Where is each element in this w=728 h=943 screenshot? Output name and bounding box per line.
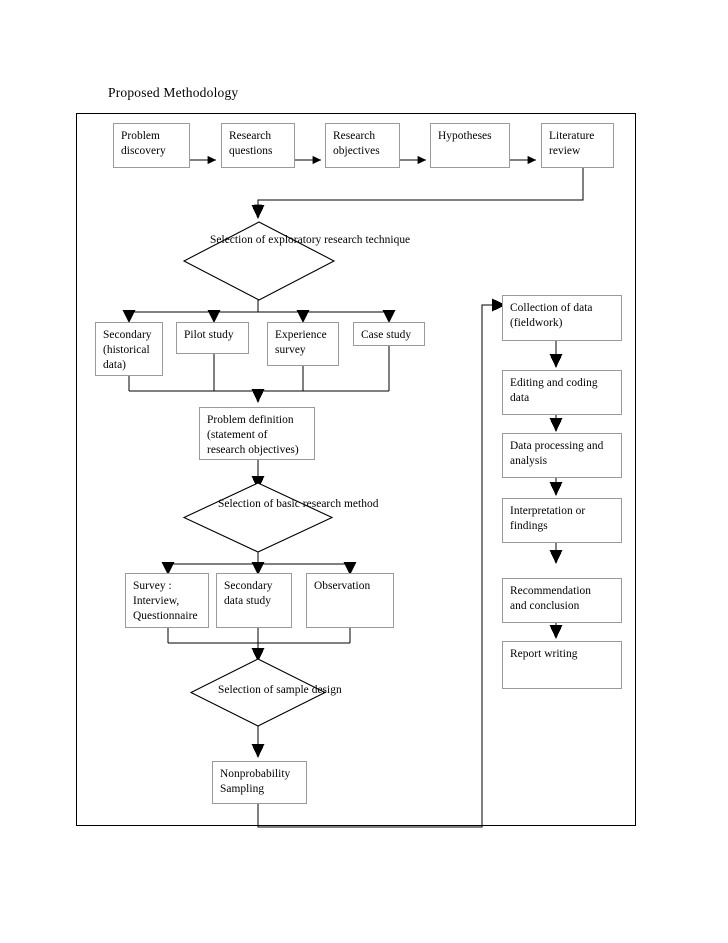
node-line: Editing and coding [510,377,598,389]
node-selection-sample-label: Selection of sample design [218,683,342,698]
arrowhead-to-secondary-historical [122,310,136,323]
node-line: data) [103,358,127,371]
arrowhead-to-nonprobability [251,744,265,758]
arrowhead-into-exploratory [251,205,265,219]
node-data-processing-analysis[interactable]: Data processing and analysis [502,433,622,478]
node-line: technique [365,234,411,246]
node-line: data [510,391,530,404]
arrowhead-into-collection-of-data [492,298,506,312]
node-experience-survey[interactable]: Experience survey [267,322,339,366]
node-line: Nonprobability [220,768,291,780]
node-survey-interview[interactable]: Survey : Interview, Questionnaire [125,573,209,628]
node-research-questions[interactable]: Research questions [221,123,295,168]
node-line: Data processing and [510,440,604,452]
node-line: Interview, [133,594,180,607]
node-case-study[interactable]: Case study [353,322,425,346]
node-selection-basic[interactable] [182,482,334,553]
node-line: findings [510,519,548,532]
node-line: Observation [314,580,371,592]
arrowhead-to-survey-interview [161,562,175,575]
node-line: Interpretation or [510,505,586,517]
node-line: questions [229,144,273,157]
node-line: analysis [510,454,548,467]
node-line: exploratory research [268,234,363,246]
node-line: design [311,684,342,696]
diamond-shape [182,482,334,553]
arrowhead-to-experience-survey [296,310,310,323]
node-report-writing[interactable]: Report writing [502,641,622,689]
arrowhead-to-problem-definition [251,389,265,403]
node-secondary-historical[interactable]: Secondary (historical data) [95,322,163,376]
node-line: Hypotheses [438,130,492,142]
node-line: Collection of data [510,302,593,314]
node-line: Selection of [210,234,266,246]
node-line: and conclusion [510,599,580,612]
node-line: Experience [275,329,327,341]
node-line: Sampling [220,782,265,795]
page-title: Proposed Methodology [108,85,239,100]
node-line: Literature [549,130,595,142]
node-line: Selection of sample [218,684,309,696]
arrowhead-to-recommendation [549,550,563,564]
node-line: (fieldwork) [510,316,563,329]
node-pilot-study[interactable]: Pilot study [176,322,249,354]
node-selection-exploratory-label: Selection of exploratory research techni… [210,233,410,248]
arrowhead-to-selection-sample [251,648,265,662]
node-line: Questionnaire [133,609,198,622]
node-line: data study [224,594,272,607]
node-selection-exploratory[interactable] [182,221,336,301]
node-line: Report writing [510,648,578,660]
node-problem-discovery[interactable]: Problem discovery [113,123,190,168]
node-line: (statement of [207,428,268,441]
node-nonprobability-sampling[interactable]: Nonprobability Sampling [212,761,307,804]
node-collection-of-data[interactable]: Collection of data (fieldwork) [502,295,622,341]
node-line: Problem definition [207,414,294,426]
node-line: Problem [121,130,160,142]
node-line: discovery [121,144,166,157]
node-hypotheses[interactable]: Hypotheses [430,123,510,168]
arrowhead-to-report-writing [549,625,563,639]
diagram-frame [76,113,636,826]
node-line: research objectives) [207,443,299,456]
node-line: (historical [103,343,150,356]
node-editing-coding-data[interactable]: Editing and coding data [502,370,622,415]
node-line: review [549,144,581,157]
node-selection-sample[interactable] [189,658,327,727]
node-line: Secondary [224,580,273,592]
node-interpretation-findings[interactable]: Interpretation or findings [502,498,622,543]
edge-literature-to-exploratory [253,168,584,214]
diamond-shape [182,221,336,301]
arrowhead-to-case-study [382,310,396,323]
node-selection-basic-label: Selection of basic research method [218,497,378,512]
arrowhead-to-observation [343,562,357,575]
node-literature-review[interactable]: Literature review [541,123,614,168]
node-line: Case study [361,329,412,341]
node-recommendation-conclusion[interactable]: Recommendation and conclusion [502,578,622,623]
arrowhead-to-interpretation [549,482,563,496]
arrowhead-to-secondary-data-study [251,562,265,575]
node-secondary-data-study[interactable]: Secondary data study [216,573,292,628]
arrowhead-to-data-processing [549,418,563,432]
node-line: Recommendation [510,585,592,597]
node-line: Research [333,130,376,142]
edge-nonprobability-to-collection [257,304,495,828]
node-line: research method [302,498,379,510]
diamond-shape [189,658,327,727]
node-line: Selection of basic [218,498,300,510]
node-line: Research [229,130,272,142]
arrowhead-to-editing-coding [549,354,563,368]
node-line: Survey : [133,580,172,592]
node-observation[interactable]: Observation [306,573,394,628]
arrowhead-to-pilot-study [207,310,221,323]
node-problem-definition[interactable]: Problem definition (statement of researc… [199,407,315,460]
node-line: Secondary [103,329,152,341]
node-line: survey [275,343,306,356]
node-research-objectives[interactable]: Research objectives [325,123,400,168]
node-line: objectives [333,144,380,157]
node-line: Pilot study [184,329,234,341]
